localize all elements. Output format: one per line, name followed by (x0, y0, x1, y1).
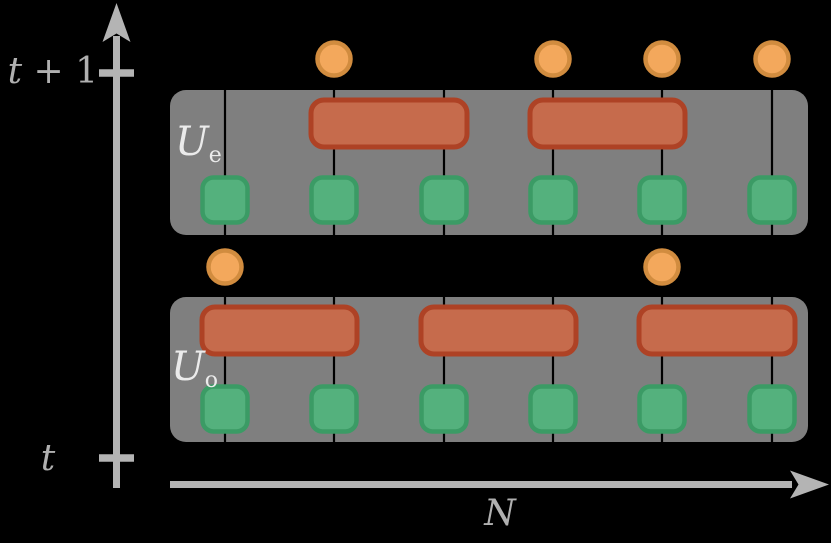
one-site-gate-even-3 (419, 175, 469, 225)
tick-t-plus-1 (99, 69, 134, 77)
one-site-gate-odd-3 (419, 384, 469, 434)
one-site-gate-even-2 (309, 175, 359, 225)
one-site-gate-even-1 (200, 175, 250, 225)
one-site-gate-odd-6 (747, 384, 797, 434)
state-circle-even-6 (753, 40, 791, 78)
one-site-gate-even-4 (528, 175, 578, 225)
state-circle-even-5 (643, 40, 681, 78)
t-plus-1-var: t (7, 51, 23, 92)
band-even-label: Ue (175, 119, 222, 167)
two-site-gate-odd-34 (418, 304, 579, 357)
time-axis-label-t-plus-1: t + 1 (6, 53, 98, 91)
two-site-gate-odd-12 (199, 304, 360, 357)
state-circle-even-4 (534, 40, 572, 78)
t-var: t (40, 438, 56, 479)
two-site-gate-even-45 (527, 97, 688, 150)
n-var: N (484, 493, 516, 534)
one-site-gate-odd-2 (309, 384, 359, 434)
band-even-label-main: U (175, 119, 209, 165)
band-odd-label: Uo (171, 344, 218, 392)
one-site-gate-odd-4 (528, 384, 578, 434)
t-plus-1-rest: + 1 (22, 51, 98, 92)
two-site-gate-even-23 (308, 97, 470, 150)
band-even-label-sub: e (208, 143, 222, 168)
tick-t (99, 454, 134, 462)
one-site-gate-odd-5 (637, 384, 687, 434)
space-axis-arrowhead (790, 470, 829, 499)
state-circle-even-2 (315, 40, 353, 78)
two-site-gate-odd-56 (636, 304, 798, 357)
time-axis-label-t: t (33, 440, 63, 478)
band-odd-label-sub: o (204, 368, 218, 393)
time-axis-arrowhead (102, 3, 131, 42)
band-odd-label-main: U (171, 344, 205, 390)
band-even (170, 90, 808, 235)
state-circle-odd-1 (206, 248, 244, 286)
state-circle-odd-5 (643, 248, 681, 286)
one-site-gate-even-5 (637, 175, 687, 225)
space-axis-label-n: N (466, 495, 534, 533)
one-site-gate-even-6 (747, 175, 797, 225)
one-site-gate-odd-1 (200, 384, 250, 434)
